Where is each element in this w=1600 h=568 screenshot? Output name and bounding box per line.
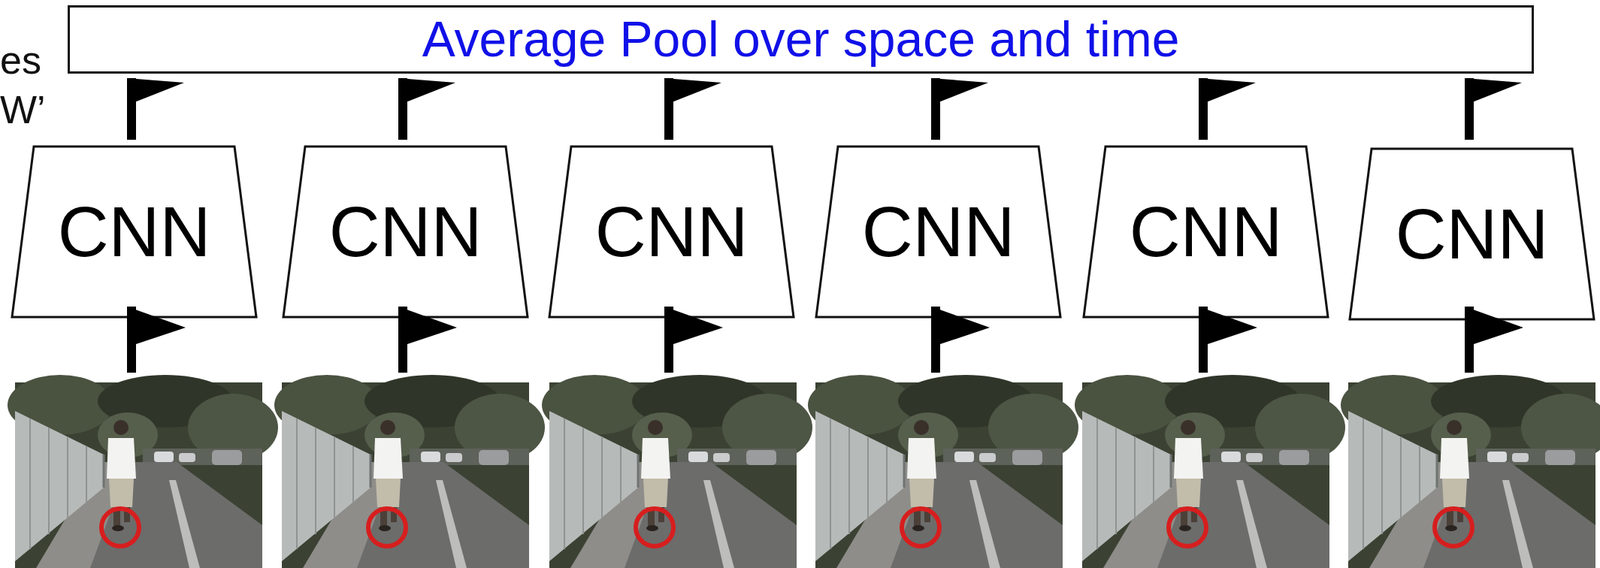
cut-off-text: W’ [0,88,46,132]
cnn-block: CNN [814,145,1062,319]
trapezoid-shape [283,146,528,318]
feature-flag [1464,78,1522,140]
feature-flag [1198,306,1258,373]
pool-box: Average Pool over space and time [67,5,1534,74]
cnn-block: CNN [281,145,530,319]
video-frame [274,375,545,568]
feature-flag [1198,78,1256,140]
cnn-label: CNN [329,193,483,271]
trapezoid-shape [549,146,794,318]
video-frame [1074,375,1346,568]
cut-off-text: es [0,39,42,82]
video-frame [7,375,279,568]
cnn-block: CNN [547,145,796,319]
video-frame [541,375,813,568]
feature-flag [127,78,185,140]
trapezoid-shape [1083,146,1328,318]
feature-flag [1464,306,1524,373]
cnn-label: CNN [57,193,212,271]
feature-flag [664,78,722,140]
video-frame [1340,375,1600,568]
cnn-block: CNN [10,145,258,319]
feature-flag [931,306,990,373]
feature-flag [398,306,457,373]
feature-flag [931,78,989,140]
cnn-label: CNN [1129,193,1283,271]
cnn-block: CNN [1348,147,1596,321]
trapezoid-shape [12,146,257,318]
cnn-block: CNN [1082,145,1330,319]
video-frame [807,375,1079,568]
cnn-label: CNN [595,193,749,271]
feature-flag [127,306,186,373]
pool-label: Average Pool over space and time [422,12,1180,67]
cnn-label: CNN [1395,195,1549,273]
feature-flag [664,306,723,373]
cnn-label: CNN [862,193,1016,271]
trapezoid-shape [816,146,1061,318]
trapezoid-shape [1349,148,1594,320]
feature-flag [398,78,456,140]
